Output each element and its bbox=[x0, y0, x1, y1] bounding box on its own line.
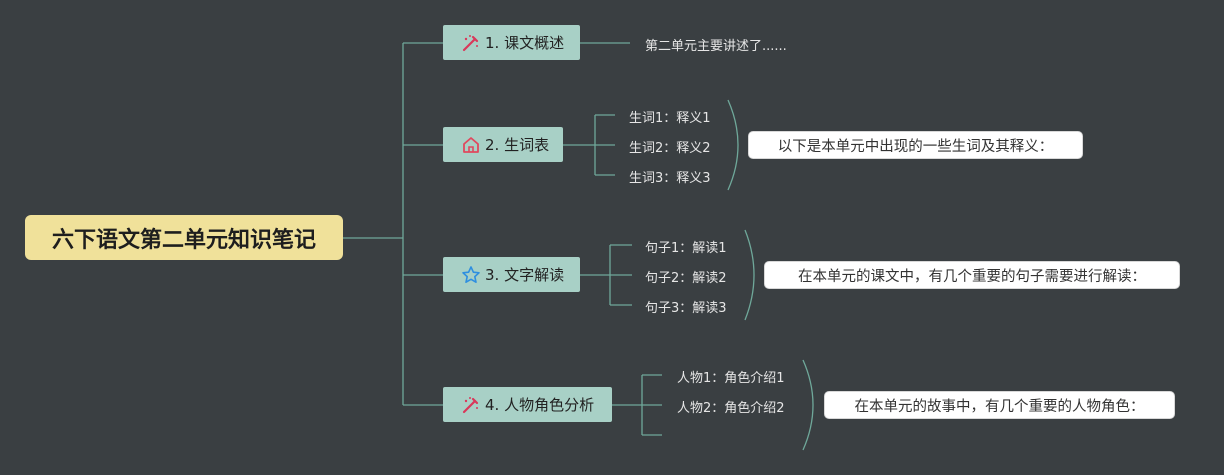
central-topic[interactable]: 六下语文第二单元知识笔记 bbox=[25, 215, 343, 260]
vocab-summary-note[interactable]: 以下是本单元中出现的一些生词及其释义： bbox=[749, 132, 1082, 158]
topic-overview-label: 1. 课文概述 bbox=[485, 34, 565, 52]
topic-overview[interactable]: 1. 课文概述 bbox=[443, 25, 580, 60]
pencil-icon bbox=[461, 33, 481, 53]
central-topic-label: 六下语文第二单元知识笔记 bbox=[51, 227, 316, 253]
sentence-item[interactable]: 句子1：解读1 bbox=[645, 241, 727, 256]
topic-text-interpretation[interactable]: 3. 文字解读 bbox=[443, 257, 580, 292]
topic-text-interpretation-label: 3. 文字解读 bbox=[485, 266, 565, 284]
character-summary-text: 在本单元的故事中，有几个重要的人物角色： bbox=[854, 398, 1145, 415]
home-icon bbox=[461, 135, 481, 155]
star-icon bbox=[461, 265, 481, 285]
sentence-summary-note[interactable]: 在本单元的课文中，有几个重要的句子需要进行解读： bbox=[765, 262, 1179, 288]
vocab-item[interactable]: 生词2：释义2 bbox=[629, 141, 711, 156]
sentence-item[interactable]: 句子3：解读3 bbox=[645, 301, 727, 316]
character-item[interactable]: 人物1：角色介绍1 bbox=[677, 371, 785, 386]
topic-character-analysis[interactable]: 4. 人物角色分析 bbox=[443, 387, 612, 422]
vocab-item[interactable]: 生词3：释义3 bbox=[629, 171, 711, 186]
topic-character-analysis-label: 4. 人物角色分析 bbox=[485, 396, 595, 414]
sentence-item[interactable]: 句子2：解读2 bbox=[645, 271, 727, 286]
pencil-icon bbox=[461, 395, 481, 415]
character-item[interactable]: 人物2：角色介绍2 bbox=[677, 401, 785, 416]
sentence-summary-text: 在本单元的课文中，有几个重要的句子需要进行解读： bbox=[798, 268, 1146, 285]
vocab-item[interactable]: 生词1：释义1 bbox=[629, 111, 711, 126]
character-summary-note[interactable]: 在本单元的故事中，有几个重要的人物角色： bbox=[825, 392, 1174, 418]
topic-vocabulary-label: 2. 生词表 bbox=[485, 136, 550, 154]
overview-text[interactable]: 第二单元主要讲述了...... bbox=[645, 39, 787, 54]
vocab-summary-text: 以下是本单元中出现的一些生词及其释义： bbox=[777, 138, 1054, 155]
topic-vocabulary[interactable]: 2. 生词表 bbox=[443, 127, 563, 162]
